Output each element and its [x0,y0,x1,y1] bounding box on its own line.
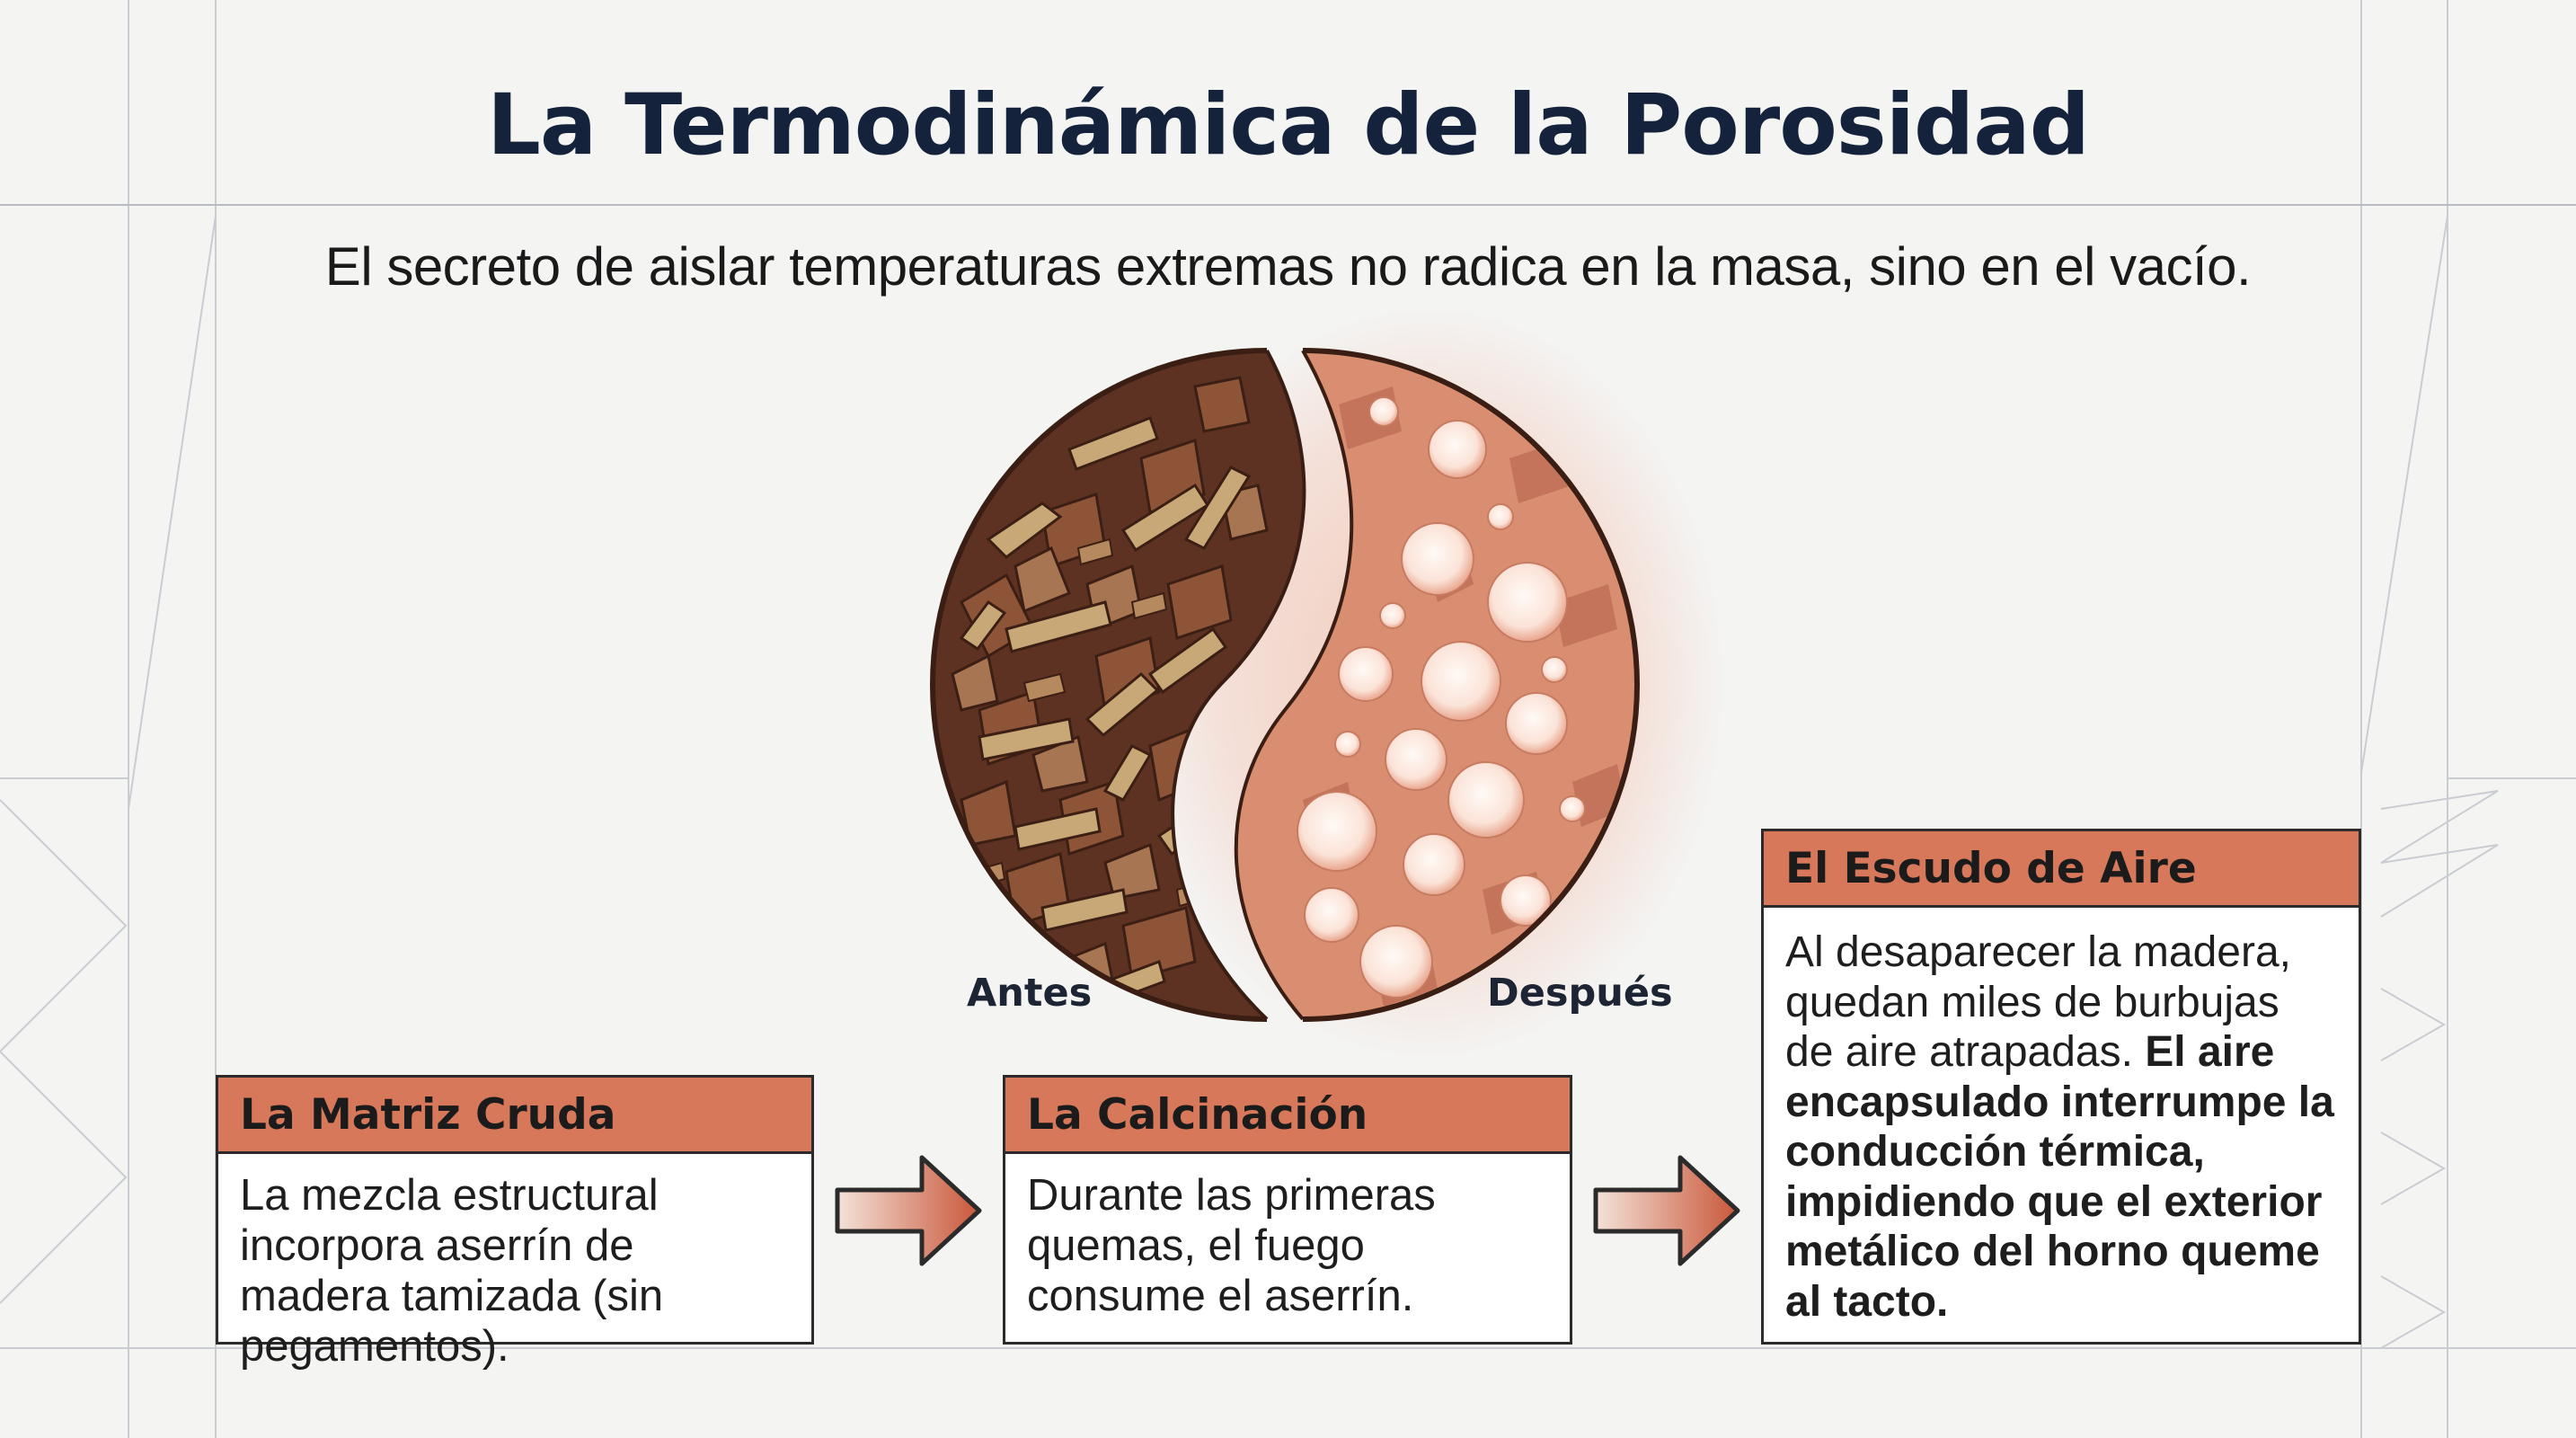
card-air-shield: El Escudo de Aire Al desaparecer la made… [1761,829,2361,1345]
page-subtitle: El secreto de aislar temperaturas extrem… [324,236,2252,297]
card-air-shield-body-bold: El aire encapsulado interrumpe la conduc… [1785,1028,2334,1326]
label-after: Después [1487,971,1673,1016]
card-calcination-header: La Calcinación [1005,1078,1570,1154]
card-calcination: La Calcinación Durante las primeras quem… [1003,1075,1572,1345]
card-raw-matrix-header: La Matriz Cruda [218,1078,811,1154]
air-bubbles [1297,396,1586,999]
card-raw-matrix: La Matriz Cruda La mezcla estructural in… [216,1075,814,1371]
arrow-right-icon [1593,1155,1740,1266]
card-raw-matrix-body: La mezcla estructural incorpora aserrín … [240,1171,664,1371]
calcined-half [1235,348,1640,1022]
raw-matrix-half [930,348,1305,1022]
label-before: Antes [967,971,1093,1016]
page-title: La Termodinámica de la Porosidad [487,76,2090,174]
card-air-shield-body: Al desaparecer la madera, quedan miles d… [1764,908,2359,1336]
card-air-shield-body-plain: Al desaparecer la madera, quedan miles d… [1785,928,2291,1076]
arrow-right-icon [835,1155,982,1266]
porosity-diagram [930,306,1725,1061]
card-calcination-body: Durante las primeras quemas, el fuego co… [1027,1171,1436,1320]
card-air-shield-header: El Escudo de Aire [1764,831,2359,908]
